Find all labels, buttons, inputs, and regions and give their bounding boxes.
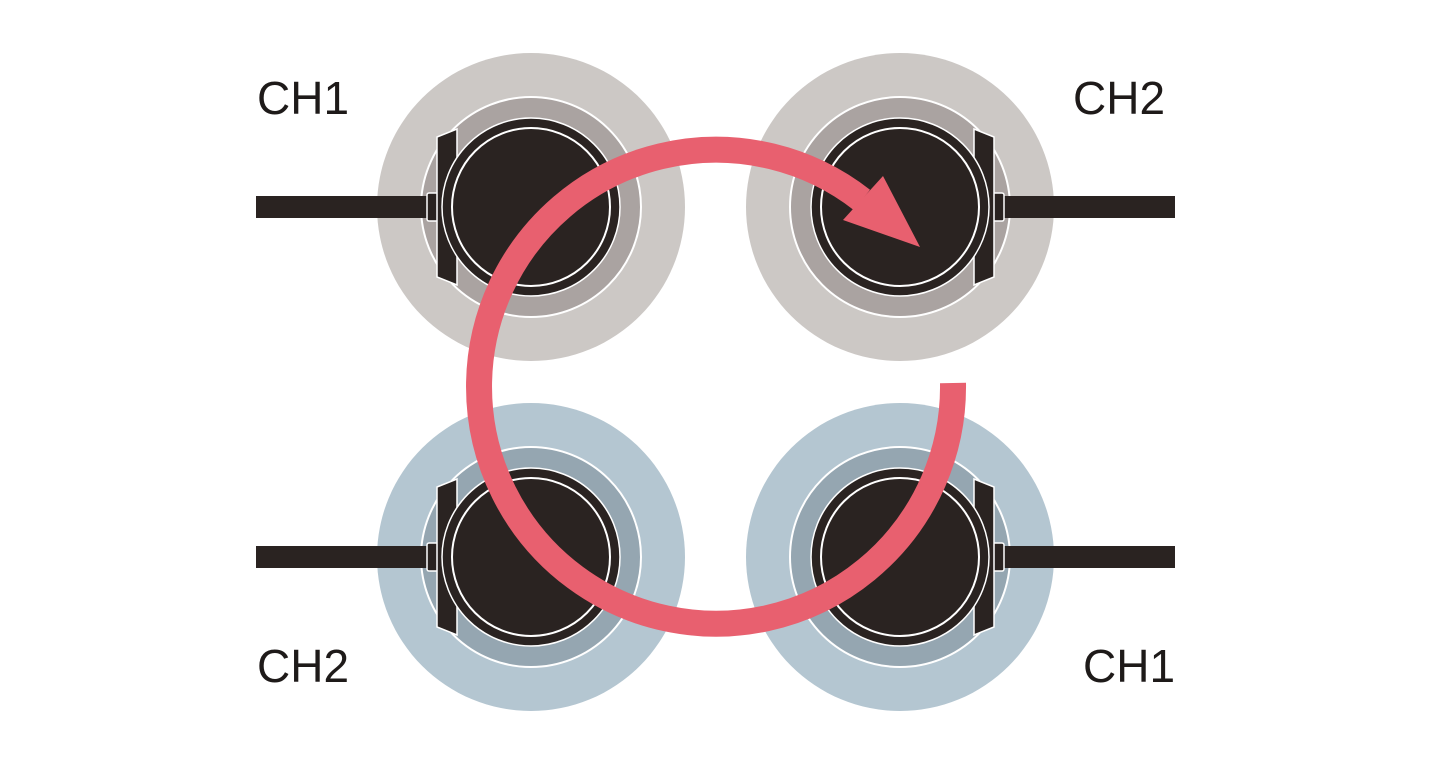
swap-arrow-arc	[466, 136, 967, 637]
speaker-bottom-right	[746, 403, 1176, 711]
label-top-right: CH2	[1073, 72, 1165, 124]
label-bottom-left: CH2	[257, 640, 349, 692]
label-top-left: CH1	[257, 72, 349, 124]
label-bottom-right: CH1	[1083, 640, 1175, 692]
speaker-bottom-left	[255, 403, 685, 711]
speaker-top-left	[255, 53, 685, 361]
swap-arrow	[466, 136, 967, 637]
speaker-top-right	[746, 53, 1176, 361]
arrowhead-icon	[843, 176, 920, 247]
